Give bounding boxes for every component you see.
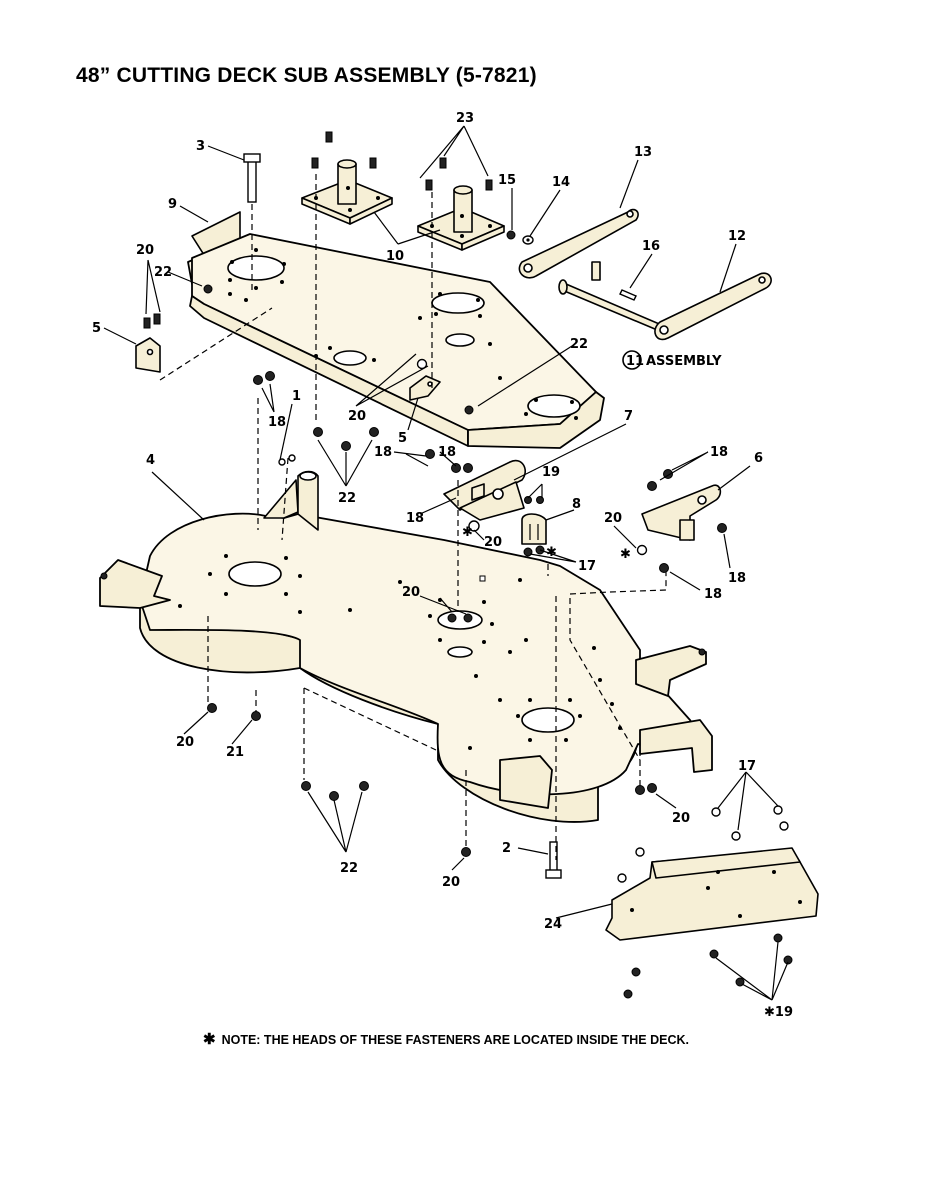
callout-1: 1	[292, 389, 301, 404]
pivot-bracket-6	[641, 484, 722, 541]
skid-bracket	[605, 847, 819, 941]
callout-20: 20	[442, 875, 460, 890]
alignment-lines	[159, 174, 667, 860]
callout-10: 10	[386, 249, 404, 264]
callout-22: 22	[154, 265, 172, 280]
top-cover-plate	[187, 211, 605, 449]
star-marker: ✱	[620, 547, 631, 562]
callout-13: 13	[634, 145, 652, 160]
callout-5: 5	[92, 321, 101, 336]
callout-20: 20	[484, 535, 502, 550]
callout-18: 18	[704, 587, 722, 602]
callout-5: 5	[398, 431, 407, 446]
callout-22: 22	[338, 491, 356, 506]
callout-18: 18	[438, 445, 456, 460]
page-title: 48” CUTTING DECK SUB ASSEMBLY (5-7821)	[76, 64, 537, 87]
callout-20: 20	[604, 511, 622, 526]
callout-16: 16	[642, 239, 660, 254]
cutting-deck-housing	[99, 470, 713, 823]
callout-6: 6	[754, 451, 763, 466]
callout-20: 20	[672, 811, 690, 826]
clevis-bracket-8	[521, 513, 547, 545]
callout-15: 15	[498, 173, 516, 188]
callout-18: 18	[728, 571, 746, 586]
assembly-number: 11	[626, 354, 644, 369]
spindle-mount-plate-left	[301, 159, 393, 225]
callout-12: 12	[728, 229, 746, 244]
callout-23: 23	[456, 111, 474, 126]
callout-19: ✱19	[764, 1005, 793, 1020]
callout-17: 17	[578, 559, 596, 574]
callout-22: 22	[340, 861, 358, 876]
callout-19: 19	[542, 465, 560, 480]
callout-18: 18	[268, 415, 286, 430]
callout-22: 22	[570, 337, 588, 352]
star-marker: ✱	[546, 545, 557, 560]
assembly-label: ASSEMBLY	[646, 354, 722, 369]
footnote-text: NOTE: THE HEADS OF THESE FASTENERS ARE L…	[221, 1033, 689, 1047]
callout-3: 3	[196, 139, 205, 154]
star-marker: ✱	[462, 525, 473, 540]
fasteners	[143, 131, 793, 999]
callout-20: 20	[348, 409, 366, 424]
callout-21: 21	[226, 745, 244, 760]
callout-18: 18	[374, 445, 392, 460]
callout-18: 18	[710, 445, 728, 460]
spindle-mount-plate-right	[417, 185, 505, 251]
callout-17: 17	[738, 759, 756, 774]
callout-18: 18	[406, 511, 424, 526]
callout-14: 14	[552, 175, 570, 190]
callout-24: 24	[544, 917, 562, 932]
callout-2: 2	[502, 841, 511, 856]
pivot-bracket-7	[443, 459, 526, 521]
callout-20: 20	[176, 735, 194, 750]
callout-7: 7	[624, 409, 633, 424]
callout-20: 20	[402, 585, 420, 600]
leader-lines	[103, 125, 789, 1001]
callout-9: 9	[168, 197, 177, 212]
callout-20: 20	[136, 243, 154, 258]
footnote: ✱ NOTE: THE HEADS OF THESE FASTENERS ARE …	[203, 1030, 689, 1048]
callout-labels: 3 9 20 22 5 23 10 15 14 13 16 12 22 11 A…	[92, 111, 793, 1020]
footnote-star-marker: ✱	[203, 1031, 216, 1048]
callout-8: 8	[572, 497, 581, 512]
callout-4: 4	[146, 453, 155, 468]
mounting-bracket-left	[135, 337, 161, 373]
lift-arm-assembly	[506, 208, 772, 341]
assembly-marker-circle	[622, 350, 642, 370]
